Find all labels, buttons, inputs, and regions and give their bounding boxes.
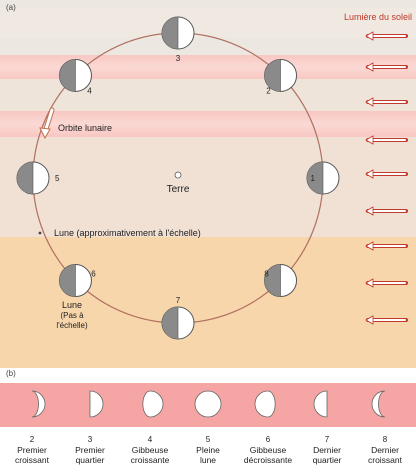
sunlight-arrows (365, 31, 408, 325)
orbit-moon-number-7: 7 (176, 296, 181, 305)
orbit-moon-number-4: 4 (87, 86, 92, 95)
phase-labels: 2Premiercroissant3Premierquartier4Gibbeu… (15, 435, 403, 465)
panel-a-background (0, 0, 416, 368)
phase-number-5: 5 (206, 435, 211, 444)
panel-a-label: (a) (6, 3, 16, 12)
sun-arrow-6 (365, 206, 408, 216)
orbit-label: Orbite lunaire (58, 123, 112, 133)
phase-shape-7 (313, 390, 328, 418)
orbit-moon-4: 4 (58, 58, 92, 95)
phase-name-line1-3: Premier (75, 445, 105, 455)
orbit-moon-6: 6 (58, 264, 96, 298)
phase-shape-2 (31, 390, 46, 418)
small-moon-dot (38, 231, 42, 235)
orbit-moon-2: 2 (264, 58, 298, 95)
phase-shape-4 (142, 390, 164, 418)
orbit-direction-arrow (39, 107, 55, 140)
phase-number-6: 6 (266, 435, 271, 444)
orbit-moon-1: 1 (306, 161, 340, 195)
moon-not-scale-line-2: (Pas à (60, 311, 84, 320)
phase-shape-3 (89, 390, 104, 418)
earth-label: Terre (167, 184, 190, 195)
phase-name-line2-3: quartier (76, 455, 105, 465)
orbit-moon-number-5: 5 (55, 174, 60, 183)
phase-number-2: 2 (30, 435, 35, 444)
moon-not-scale-line-1: Lune (62, 300, 82, 310)
phase-number-4: 4 (148, 435, 153, 444)
phase-name-line1-7: Dernier (313, 445, 341, 455)
orbit-moons: 1 2 3 4 5 6 7 8 (16, 16, 340, 340)
phase-name-line1-4: Gibbeuse (132, 445, 169, 455)
orbit-moon-number-3: 3 (176, 54, 181, 63)
sun-arrow-7 (365, 241, 408, 251)
sun-arrow-9 (365, 315, 408, 325)
moon-not-scale-line-3: l'échelle) (56, 321, 88, 330)
earth-marker (174, 171, 182, 179)
orbit-moon-8: 8 (264, 264, 298, 298)
orbit-moon-number-2: 2 (266, 86, 271, 95)
phase-name-line1-8: Dernier (371, 445, 399, 455)
phase-shape-6 (254, 390, 276, 418)
phase-number-3: 3 (88, 435, 93, 444)
phase-name-line2-6: décroissante (244, 455, 292, 465)
orbit-moon-7: 7 (161, 296, 195, 340)
orbit-moon-number-1: 1 (311, 174, 316, 183)
phase-name-line1-5: Pleine (196, 445, 220, 455)
phase-shape-8 (371, 390, 386, 418)
phase-shape-5 (194, 390, 222, 418)
orbit-moon-number-8: 8 (264, 270, 269, 279)
sun-arrow-4 (365, 135, 408, 145)
phase-name-line2-8: croissant (368, 455, 403, 465)
phase-number-8: 8 (383, 435, 388, 444)
orbit-moon-3: 3 (161, 16, 195, 63)
sun-arrow-3 (365, 97, 408, 107)
phase-shapes (31, 390, 386, 418)
phase-name-line2-5: lune (200, 455, 216, 465)
phase-name-line2-4: croissante (131, 455, 170, 465)
sun-arrow-8 (365, 278, 408, 288)
sun-arrow-2 (365, 62, 408, 72)
orbit-moon-5: 5 (16, 161, 60, 195)
phase-number-7: 7 (325, 435, 330, 444)
orbit-moon-number-6: 6 (91, 270, 96, 279)
moon-scale-label: Lune (approximativement à l'échelle) (54, 228, 201, 238)
phase-name-line1-2: Premier (17, 445, 47, 455)
panel-b-label: (b) (6, 369, 16, 378)
phase-name-line2-2: croissant (15, 455, 50, 465)
phase-name-line1-6: Gibbeuse (250, 445, 287, 455)
sun-arrow-5 (365, 169, 408, 179)
phase-name-line2-7: quartier (313, 455, 342, 465)
sun-arrow-1 (365, 31, 408, 41)
sunlight-label: Lumière du soleil (344, 12, 412, 22)
